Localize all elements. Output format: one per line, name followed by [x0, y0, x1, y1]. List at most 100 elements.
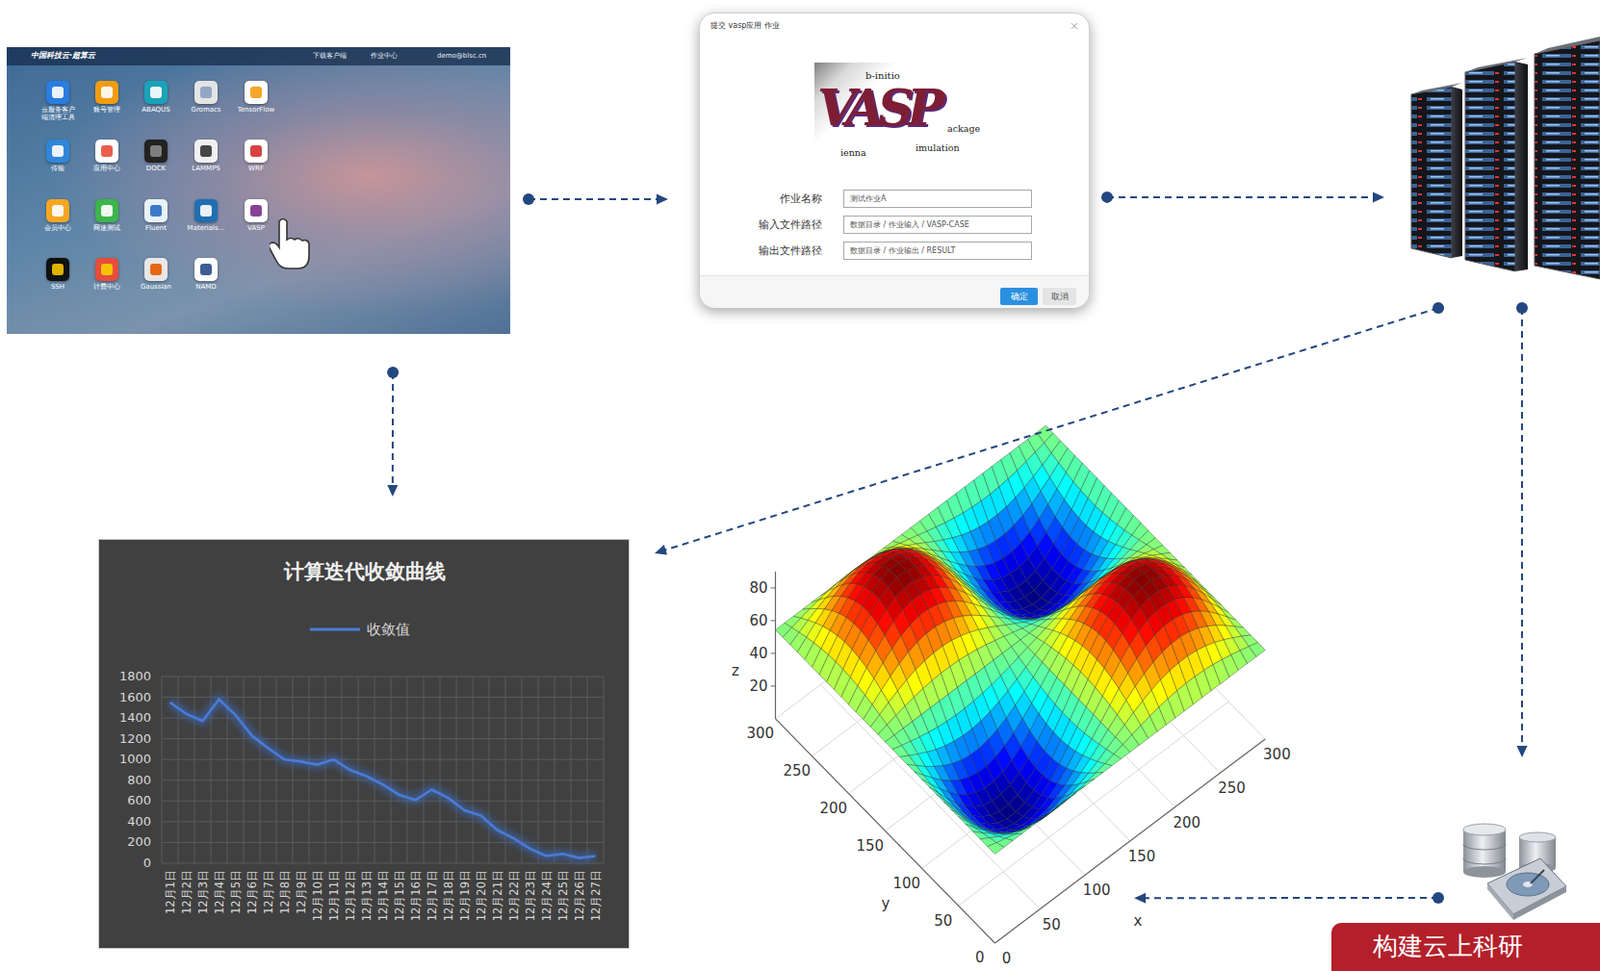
- axis-tick-label: 12月22日: [508, 870, 520, 930]
- connector-arrow: [1134, 892, 1445, 904]
- art-polygon: [1054, 794, 1071, 807]
- axis-tick-label: x: [1134, 913, 1143, 930]
- art-line: [161, 738, 604, 740]
- art-line: [439, 676, 441, 864]
- axis-tick-label: 200: [103, 834, 152, 851]
- banner-text: 构建云上科研: [1372, 929, 1523, 963]
- app-icon: [95, 258, 119, 282]
- axis-tick-label: 0: [975, 950, 985, 966]
- app-label: 账号管理: [84, 105, 130, 114]
- art-path: [1463, 858, 1506, 865]
- app-label: SSH: [35, 283, 80, 291]
- icon-glyph: [150, 263, 162, 276]
- art-polygon: [1411, 86, 1452, 259]
- close-icon: [1069, 21, 1080, 31]
- app-icon: [244, 199, 268, 223]
- icon-glyph: [200, 145, 212, 157]
- axis-tick-label: 12月3日: [197, 870, 209, 930]
- art-line: [472, 676, 474, 864]
- app-label: LAMMPS: [183, 164, 229, 173]
- arrow-head: [387, 485, 398, 497]
- icon-glyph: [51, 86, 64, 99]
- axis-tick-label: 300: [1263, 747, 1291, 763]
- art-polygon: [1037, 807, 1055, 820]
- art-line: [423, 676, 425, 864]
- axis-tick-label: 12月23日: [524, 870, 537, 930]
- field-value: 数据目录 / 作业输入 / VASP-CASE: [850, 220, 970, 231]
- art-line: [489, 676, 491, 864]
- app-icon: [144, 139, 168, 163]
- art-polygon: [1014, 826, 1032, 835]
- art-line: [309, 676, 310, 864]
- axis-tick-label: 12月1日: [164, 870, 177, 930]
- art-polygon: [951, 809, 968, 823]
- art-line: [194, 676, 196, 864]
- art-line: [1045, 515, 1265, 740]
- field-value: 测试作业A: [850, 194, 886, 205]
- icon-glyph: [101, 263, 113, 276]
- art-polygon: [1095, 764, 1112, 775]
- app-label: TensorFlow: [233, 105, 279, 114]
- arrow-head: [1134, 893, 1146, 904]
- art-path: [269, 219, 310, 270]
- axis-tick-label: 12月7日: [262, 870, 275, 930]
- art-line: [603, 676, 605, 864]
- axis-tick-label: 0: [103, 855, 152, 872]
- app-label: 应用中心: [84, 164, 130, 173]
- art-line: [995, 739, 1266, 944]
- connector-arrow: [387, 366, 399, 497]
- axis-tick-label: 12月13日: [361, 870, 373, 930]
- art-polygon: [922, 779, 939, 794]
- menu-item: 作业中心: [370, 51, 398, 61]
- axis-tick-label: 12月6日: [246, 870, 259, 930]
- dashed-line: [1144, 897, 1439, 900]
- job-dialog: 提交 vasp应用 作业b-initioVASPackageiennaimula…: [698, 12, 1090, 309]
- art-line: [570, 676, 572, 864]
- axis-tick-label: 200: [819, 800, 848, 817]
- start-dot: [522, 193, 535, 206]
- icon-glyph: [51, 145, 64, 157]
- axis-tick-label: 250: [782, 763, 811, 779]
- art-line: [161, 676, 604, 678]
- art-line: [771, 685, 776, 687]
- arrow-head: [654, 544, 668, 555]
- axis-tick-label: 250: [1217, 780, 1246, 797]
- desktop-screenshot: 中国科技云·超算云下载客户端作业中心demo@blsc.cn云服务客户端清理工具…: [6, 47, 511, 335]
- art-polygon: [900, 755, 917, 766]
- axis-tick-label: 12月24日: [541, 870, 553, 930]
- app-label: Gromacs: [183, 105, 229, 114]
- icon-glyph: [101, 205, 113, 217]
- art-polygon: [1411, 82, 1463, 95]
- dialog-title: 提交 vasp应用 作业: [710, 21, 780, 31]
- art-line: [374, 676, 376, 864]
- start-dot: [1101, 191, 1113, 204]
- surface-mesh: [775, 425, 1266, 854]
- app-icon: [244, 139, 268, 163]
- storage-drawing: [1463, 824, 1567, 921]
- art-line: [771, 652, 776, 654]
- surface-plot: [714, 536, 1302, 970]
- server-racks: [1411, 36, 1600, 280]
- art-line: [521, 676, 523, 864]
- art-line: [774, 571, 776, 720]
- art-line: [771, 619, 776, 621]
- menu-item: demo@blsc.cn: [437, 51, 487, 61]
- dashed-line: [528, 198, 658, 201]
- art-line: [407, 676, 409, 864]
- pointer-hand: [269, 216, 312, 271]
- start-dot: [1432, 302, 1445, 314]
- art-line: [259, 676, 261, 864]
- axis-tick-label: 100: [1083, 882, 1111, 899]
- slogan-banner: 构建云上科研: [1331, 923, 1600, 971]
- axis-tick-label: 12月26日: [573, 870, 586, 930]
- art-line: [292, 676, 294, 864]
- axis-tick-label: 12月21日: [491, 870, 504, 930]
- art-line: [1071, 23, 1078, 29]
- axis-tick-label: z: [731, 663, 740, 679]
- app-label: Fluent: [133, 224, 179, 233]
- art-line: [775, 719, 996, 944]
- art-polygon: [987, 843, 1005, 855]
- app-icon: [144, 258, 168, 282]
- art-line: [922, 664, 1193, 869]
- art-line: [955, 583, 1176, 808]
